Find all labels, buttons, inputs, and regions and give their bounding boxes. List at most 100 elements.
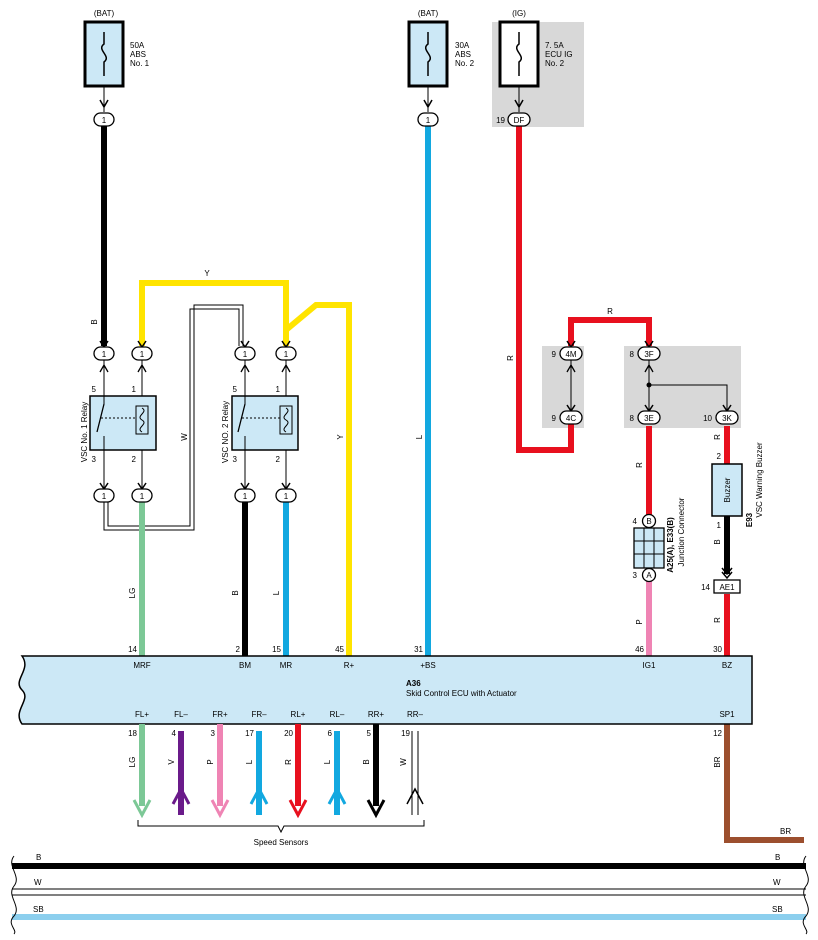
pin-badge-fuse2: 1 [417, 112, 439, 127]
relay2-right-arrow-up [281, 363, 291, 373]
relay-vsc-no2: 5 1 3 2 [231, 385, 299, 464]
wl-mrf: LG [128, 588, 137, 599]
fuse1-name1: ABS [130, 50, 146, 59]
ecu-id: A36 [406, 679, 421, 688]
ecu-pin-num-fr-minus: 17 [245, 729, 254, 738]
ecu-pin-num-rr-minus: 19 [401, 729, 410, 738]
wl-relay-y: Y [204, 269, 210, 278]
wl-bus-br: BR [780, 827, 791, 836]
relay2-conn-top-right: 1 [275, 340, 297, 361]
wl-bm: B [231, 590, 240, 595]
wl-relay1-w: W [180, 433, 189, 441]
ecu-pin-label-ig1: IG1 [643, 661, 656, 670]
wl-bz-in: R [713, 617, 722, 623]
fuse3-name1: ECU IG [545, 50, 573, 59]
pin-badge-fuse1: 1 [93, 112, 115, 127]
svg-text:8: 8 [630, 414, 635, 423]
junction-connector-name: Junction Connector [677, 497, 686, 566]
svg-text:1: 1 [243, 350, 248, 359]
relay1-name: VSC No. 1 Relay [80, 402, 89, 462]
fuse-ecu-ig-no2 [498, 20, 540, 112]
wl-rr-plus: B [362, 759, 371, 764]
wl-fl-minus: V [167, 759, 176, 765]
svg-text:B: B [646, 517, 651, 526]
svg-text:4: 4 [633, 517, 638, 526]
wire-fr-minus-arrow [249, 785, 269, 805]
fuse1-arrow [99, 99, 109, 109]
wire-sp1-br [724, 724, 804, 843]
svg-text:1: 1 [140, 492, 145, 501]
junction-connector-id: A25(A), E33(B) [666, 517, 675, 573]
wire-rr-minus-arrow [406, 787, 424, 805]
fuse2-source: (BAT) [418, 9, 439, 18]
wl-jc-r: R [635, 462, 644, 468]
ecu-pin-num-r: 45 [335, 645, 344, 654]
fuse3-arrow [514, 99, 524, 109]
relay2-pin-5: 5 [233, 385, 238, 394]
relay1-conn-top-right: 1 [131, 340, 153, 361]
ecu-pin-num-fr-plus: 3 [211, 729, 216, 738]
wire-rl-plus-arrow [288, 799, 308, 819]
wire-4m-3f-r [568, 317, 652, 346]
relay-vsc-no1: 5 1 3 2 [89, 385, 157, 464]
svg-text:1: 1 [243, 492, 248, 501]
relay1-left-arrow-up [99, 363, 109, 373]
ecu-name: Skid Control ECU with Actuator [406, 689, 517, 698]
ecu-pin-label-rr-plus: RR+ [368, 710, 385, 719]
svg-text:3F: 3F [644, 350, 653, 359]
svg-text:3: 3 [633, 571, 638, 580]
svg-text:3E: 3E [644, 414, 654, 423]
relay2-conn-top-left: 1 [234, 340, 256, 361]
ecu-pin-num-bz: 30 [713, 645, 722, 654]
relay1-pin-1: 1 [132, 385, 137, 394]
bus-break-right [802, 855, 809, 935]
fuse1-rating: 50A [130, 41, 145, 50]
ecu-pin-num-fl-minus: 4 [172, 729, 177, 738]
ecu-pin-num-mr: 15 [272, 645, 281, 654]
wl-fr-minus: L [245, 759, 254, 764]
ecu-pin-num-rr-plus: 5 [367, 729, 372, 738]
ecu-pin-num-bm: 2 [236, 645, 241, 654]
ecu-pin-label-bm: BM [239, 661, 251, 670]
fuse2-rating: 30A [455, 41, 470, 50]
fuse-abs-no2 [407, 20, 449, 112]
conn-ae1: AE1 14 [701, 567, 741, 594]
relay2-conn-bot-left: 1 [234, 482, 256, 503]
wl-rl-plus: R [284, 759, 293, 765]
junction-3f-3k-link [649, 384, 728, 412]
junction-3f-arrow-up [644, 363, 654, 373]
fuse1-source: (BAT) [94, 9, 115, 18]
ecu-pin-label-fl-minus: FL– [174, 710, 188, 719]
wire-rl-minus-arrow [327, 785, 347, 805]
ecu-pin-label-r: R+ [344, 661, 355, 670]
wl-fl-plus: LG [128, 757, 137, 768]
wire-relay1-w [103, 304, 244, 531]
conn-4c: 4C 9 [552, 404, 583, 425]
ecu-pin-label-bs: +BS [420, 661, 435, 670]
conn-3f: 3F 8 [630, 340, 661, 361]
wl-fuse1: B [90, 319, 99, 324]
wire-relay-y [139, 280, 289, 346]
wire-fl-plus-arrow [132, 799, 152, 819]
svg-text:A: A [646, 571, 652, 580]
speed-sensors-brace [137, 820, 425, 834]
wl-mr: L [272, 590, 281, 595]
wire-ig-r [516, 126, 574, 453]
wl-fuse2: L [415, 434, 424, 439]
relay1-conn-bot-right: 1 [131, 482, 153, 503]
conn-3e: 3E 8 [630, 404, 661, 425]
relay1-conn-bot-left: 1 [93, 482, 115, 503]
svg-text:8: 8 [630, 350, 635, 359]
svg-text:1: 1 [284, 350, 289, 359]
bus-label-sb-left: SB [33, 905, 44, 914]
conn-3k: 3K 10 [703, 404, 739, 425]
ecu-pin-num-rl-minus: 6 [328, 729, 333, 738]
fuse2-name1: ABS [455, 50, 471, 59]
wire-relay1-w-inner [107, 308, 240, 527]
wl-buzz-out: B [713, 539, 722, 544]
ecu-pin-label-fr-minus: FR– [251, 710, 267, 719]
bus-label-b-right: B [775, 853, 780, 862]
wl-sp1: BR [713, 756, 722, 767]
junction-4m-arrow-up [566, 363, 576, 373]
wire-fl-minus-arrow [171, 785, 191, 805]
